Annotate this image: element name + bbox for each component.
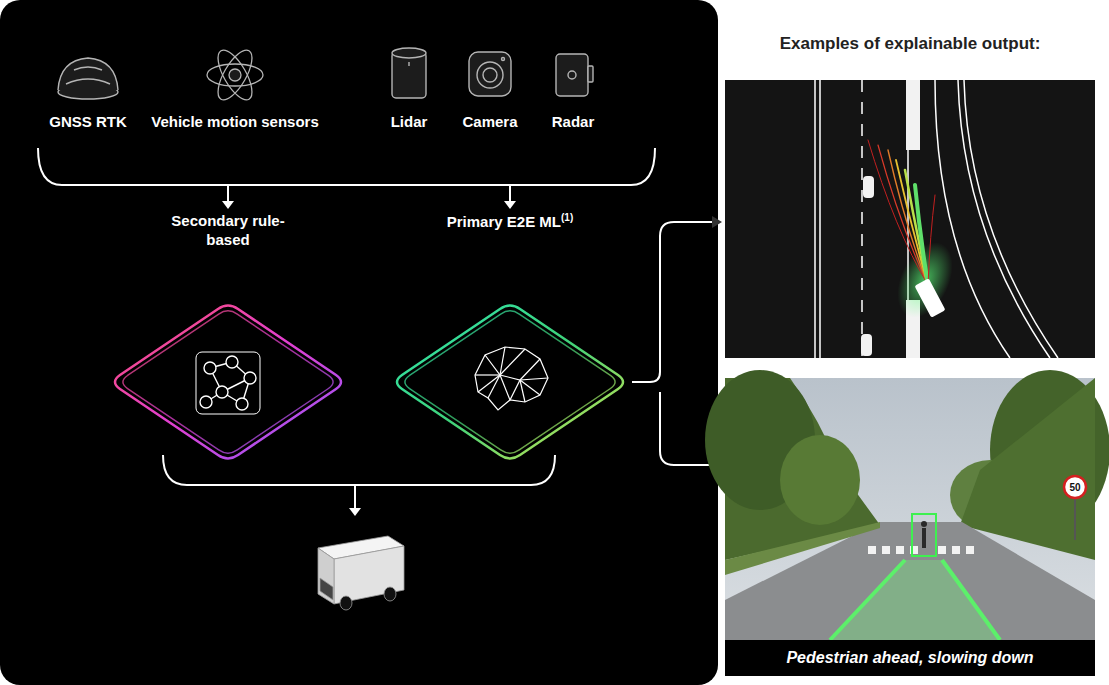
image-caption: Pedestrian ahead, slowing down [786, 649, 1033, 667]
sensor-label: Lidar [391, 113, 428, 130]
trajectory-image [725, 80, 1095, 358]
arrow-head [349, 508, 361, 516]
input-brace [38, 148, 655, 203]
rounded-diamond [103, 297, 353, 467]
speed-limit: 50 [1069, 482, 1080, 493]
arrow-head [504, 201, 516, 209]
sensor-label: Vehicle motion sensors [151, 113, 319, 130]
camera-icon [469, 52, 511, 96]
model-node: Secondary rule-based [103, 212, 353, 467]
rule-network-icon [196, 352, 260, 414]
node-heading: Secondary rule-based [163, 212, 293, 250]
lidar-icon [392, 48, 426, 98]
pedestrian-photo [705, 370, 1109, 676]
output-bracket [632, 222, 712, 465]
gnss-icon [58, 58, 118, 99]
arrow-head [222, 201, 234, 209]
rounded-diamond [385, 297, 635, 467]
sensor-label: Camera [462, 113, 517, 130]
autonomous-truck [318, 536, 404, 610]
footnote-mark: (1) [561, 212, 573, 223]
node-title: Secondary rule-based [171, 212, 284, 248]
radar-icon [556, 54, 593, 96]
panel-title: Examples of explainable output: [780, 34, 1041, 54]
sensor-label: Radar [552, 113, 595, 130]
node-heading: Primary E2E ML(1) [445, 212, 575, 232]
merge-bracket [163, 455, 555, 510]
sensor-label: GNSS RTK [49, 113, 127, 130]
node-title: Primary E2E ML [447, 213, 561, 230]
arrow-head [712, 216, 722, 228]
ml-brain-icon [475, 347, 548, 410]
model-node: Primary E2E ML(1) [385, 212, 635, 467]
motion-sensor-icon [207, 45, 263, 104]
